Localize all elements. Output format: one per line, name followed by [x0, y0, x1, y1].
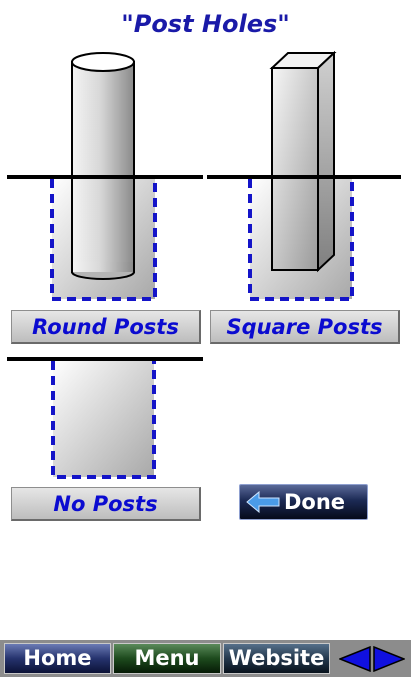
hole-outline	[51, 361, 156, 479]
home-button[interactable]: Home	[4, 643, 111, 674]
round-post-illustration	[7, 52, 203, 301]
menu-button[interactable]: Menu	[113, 643, 221, 674]
empty-post-hole	[53, 360, 154, 477]
hole-outline	[248, 179, 354, 301]
post-hole-illustrations	[7, 50, 401, 479]
square-posts-button[interactable]: Square Posts	[210, 310, 400, 344]
bottom-nav-bar: Home Menu Website	[0, 640, 411, 677]
prev-arrow-icon[interactable]	[339, 646, 371, 672]
done-label: Done	[284, 490, 346, 514]
round-posts-button[interactable]: Round Posts	[11, 310, 201, 344]
next-arrow-icon[interactable]	[373, 646, 405, 672]
back-arrow-icon	[246, 491, 280, 513]
website-button[interactable]: Website	[223, 643, 330, 674]
hole-outline	[50, 179, 157, 301]
no-posts-button[interactable]: No Posts	[11, 487, 201, 521]
square-post-illustration	[207, 50, 401, 301]
no-post-illustration	[7, 357, 203, 479]
done-button[interactable]: Done	[239, 484, 368, 520]
page-title: "Post Holes"	[121, 10, 290, 38]
